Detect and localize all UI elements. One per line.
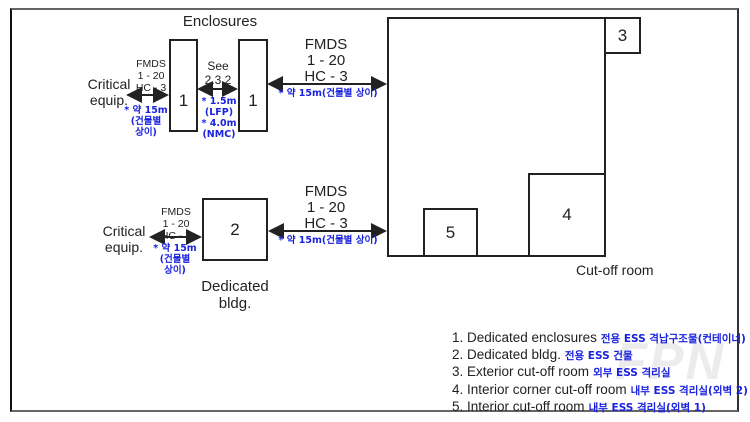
spec-line: HC - 3 [160, 230, 192, 243]
note-line: * 약 15m [124, 105, 168, 116]
note-line: 상이) [135, 126, 157, 138]
label-line: Critical [102, 223, 146, 239]
legend-ko: 전용 ESS 격납구조물(컨테이너) [600, 333, 746, 345]
dedicated-bldg-label: Dedicated bldg. [190, 278, 280, 312]
separation-note-middle: * 1.5m (LFP) * 4.0m (NMC) [198, 96, 240, 141]
enclosure-box-1a: 1 [169, 39, 198, 132]
label-line: Critical [87, 76, 131, 92]
note-line: * 4.0m [201, 117, 237, 129]
distance-note-top-right: * 약 15m(건물별 상이) [278, 88, 378, 99]
legend-en: 3. Exterior cut-off room [452, 364, 590, 380]
critical-equip-label-bottom: Critical equip. [96, 223, 152, 255]
note-line: (LFP) [204, 106, 234, 118]
label-line: equip. [104, 239, 144, 256]
legend-ko: 내부 ESS 격리실(외벽 2) [630, 384, 748, 397]
enclosure-box-1b: 1 [238, 39, 268, 132]
label-line: equip. [89, 92, 129, 109]
spec-line: See [207, 59, 229, 73]
legend-en: 5. Interior cut-off room [452, 398, 585, 414]
spec-line: HC - 3 [304, 68, 348, 85]
watermark: FPN [615, 333, 725, 391]
label-line: bldg. [218, 295, 252, 312]
fmds-spec-bottom-left: FMDS 1 - 20 HC - 3 [157, 206, 195, 242]
box-number: 1 [178, 90, 189, 110]
spec-line: 2.3.2 [204, 72, 232, 87]
label-line: Dedicated [201, 278, 269, 295]
legend-ko: 외부 ESS 격리실 [593, 367, 671, 380]
box-number: 3 [617, 25, 628, 45]
note-line: * 1.5m [201, 96, 237, 107]
distance-note-bottom-left: * 약 15m (건물별 상이) [150, 243, 200, 277]
legend-item: 2. Dedicated bldg.전용 ESS 건물 [452, 347, 748, 364]
spec-line: HC - 3 [135, 82, 167, 95]
note-line: * 약 15m [153, 243, 197, 254]
fmds-spec-top-right: FMDS 1 - 20 HC - 3 [296, 37, 356, 85]
spec-line: 1 - 20 [306, 52, 346, 69]
enclosures-title: Enclosures [182, 13, 258, 30]
critical-equip-label-top: Critical equip. [86, 76, 132, 108]
interior-cutoff-room-box-5: 5 [423, 208, 478, 257]
legend-en: 4. Interior corner cut-off room [452, 381, 627, 397]
spec-line: FMDS [161, 206, 191, 218]
diagram-frame [10, 8, 739, 412]
spec-line: 1 - 20 [306, 199, 346, 216]
interior-corner-cutoff-room-box-4: 4 [528, 173, 606, 257]
fmds-spec-top-left: FMDS 1 - 20 HC - 3 [133, 58, 169, 94]
spec-line: HC - 3 [304, 215, 348, 232]
distance-note-top-left: * 약 15m (건물별 상이) [121, 105, 171, 139]
spec-line: 1 - 20 [162, 218, 190, 231]
see-reference: See 2.3.2 [200, 59, 236, 88]
cutoff-room-label: Cut-off room [576, 262, 654, 278]
box-number: 5 [445, 222, 456, 242]
legend-ko: 전용 ESS 건물 [564, 350, 633, 363]
box-number: 2 [230, 219, 240, 239]
legend-ko: 내부 ESS 격리실(외벽 1) [588, 401, 706, 414]
note-line: (건물별 [130, 115, 162, 127]
fmds-spec-bottom-right: FMDS 1 - 20 HC - 3 [296, 184, 356, 232]
spec-line: FMDS [304, 36, 348, 53]
note-line: (건물별 [159, 253, 191, 265]
distance-note-bottom-right: * 약 15m(건물별 상이) [278, 235, 378, 246]
box-number: 1 [248, 90, 258, 110]
spec-line: FMDS [304, 183, 348, 200]
note-line: (NMC) [202, 128, 236, 140]
exterior-cutoff-room-box-3: 3 [604, 17, 641, 54]
box-number: 4 [562, 205, 572, 224]
note-line: 상이) [164, 264, 186, 276]
legend-en: 1. Dedicated enclosures [452, 330, 597, 345]
dedicated-bldg-box-2: 2 [202, 198, 268, 261]
spec-line: 1 - 20 [137, 70, 165, 83]
spec-line: FMDS [136, 58, 166, 70]
legend-en: 2. Dedicated bldg. [452, 347, 561, 363]
